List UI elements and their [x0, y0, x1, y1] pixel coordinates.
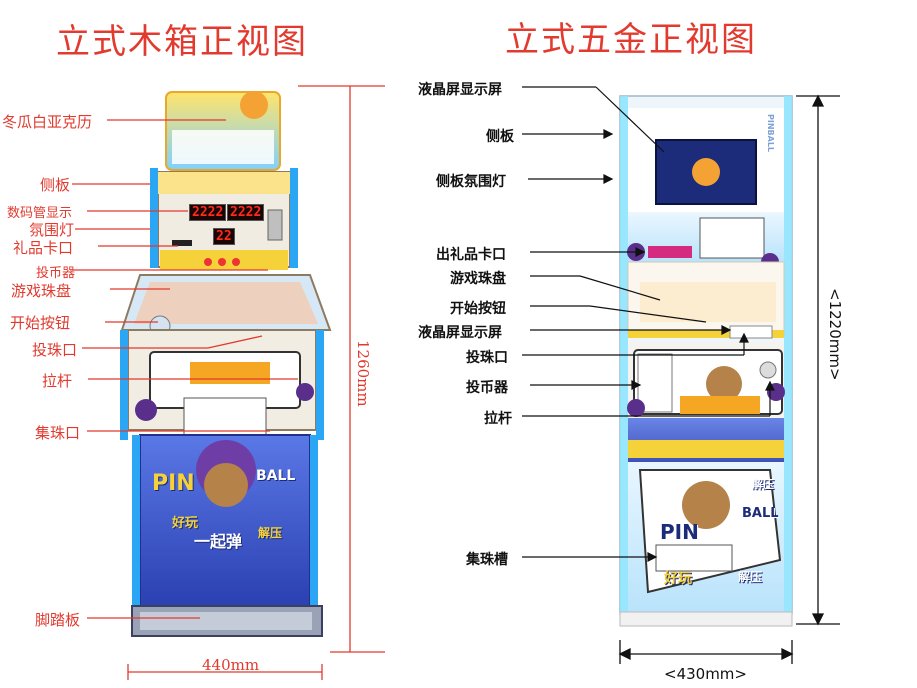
wood-label-game-board: 游戏珠盘 — [11, 282, 72, 300]
wood-label-side-panel: 侧板 — [40, 176, 71, 194]
metal-label-lcd-top: 液晶屏显示屏 — [418, 82, 502, 98]
metal-ball-text: BALL — [742, 506, 779, 521]
wood-digits-b: 2222 — [227, 204, 265, 221]
wood-coin-slot — [267, 209, 283, 241]
wood-label-plunger: 拉杆 — [42, 372, 73, 390]
metal-coin-acceptor — [637, 353, 673, 413]
metal-label-side-ambient: 侧板氛围灯 — [436, 174, 506, 190]
metal-collect-tray — [655, 544, 733, 572]
metal-label-plunger: 拉杆 — [484, 411, 512, 427]
wood-side-glow-left — [150, 168, 158, 268]
wood-digits-a: 2222 — [189, 204, 227, 221]
wood-label-ambient-light: 氛围灯 — [29, 221, 75, 239]
metal-side-glow-left — [620, 96, 628, 616]
metal-cabinet-title: 立式五金正视图 — [505, 20, 757, 60]
metal-label-ball-inlet: 投珠口 — [466, 350, 508, 366]
wood-pin-text: PIN — [152, 471, 195, 496]
metal-label-game-board: 游戏珠盘 — [450, 271, 506, 287]
wood-width-label: 440mm — [202, 656, 260, 674]
metal-leaders — [522, 86, 775, 562]
wood-gift-slot — [172, 240, 192, 246]
metal-label-lcd-mid: 液晶屏显示屏 — [418, 325, 502, 341]
wood-label-ball-collector: 集珠口 — [35, 424, 81, 442]
metal-height-label: <1220mm> — [826, 288, 844, 381]
wood-game-text-3: 解压 — [258, 526, 283, 540]
metal-dimension-lines — [618, 94, 840, 664]
wood-label-start-button: 开始按钮 — [10, 314, 71, 332]
metal-game-text-3: 解压 — [752, 478, 774, 491]
metal-label-side-panel: 侧板 — [486, 129, 514, 145]
metal-game-text-2: 解压 — [738, 570, 763, 584]
metal-label-ball-trough: 集珠槽 — [466, 552, 508, 568]
metal-side-glow-right — [784, 96, 792, 616]
wood-label-coin-acceptor: 投币器 — [36, 266, 76, 281]
metal-label-coin-acceptor: 投币器 — [466, 380, 508, 396]
wood-label-foot-pedal: 脚踏板 — [35, 611, 81, 629]
metal-side-pinball-text: PINBALL — [766, 114, 775, 153]
metal-game-text-1: 好玩 — [664, 571, 692, 587]
wood-side-glow-right — [290, 168, 298, 268]
wood-collect-tray — [183, 397, 267, 439]
wood-digits-c: 22 — [213, 228, 235, 245]
wood-game-text-1: 好玩 — [172, 516, 199, 531]
metal-pin-text: PIN — [660, 520, 699, 544]
metal-base — [619, 611, 793, 627]
metal-label-start-button: 开始按钮 — [450, 301, 506, 317]
metal-gift-slot — [648, 246, 692, 258]
wood-label-digital-display: 数码管显示 — [7, 206, 73, 221]
wood-game-text-2: 一起弹 — [194, 532, 243, 551]
wood-label-ball-inlet: 投珠口 — [32, 341, 78, 359]
wood-cabinet-title: 立式木箱正视图 — [56, 22, 308, 62]
metal-cabinet — [619, 95, 793, 627]
wood-height-label: 1260mm — [354, 340, 372, 407]
wood-cabinet — [120, 91, 332, 637]
wood-label-acrylic: 冬瓜白亚克历 — [2, 113, 93, 131]
metal-width-label: <430mm> — [664, 665, 747, 683]
metal-label-gift-slot: 出礼品卡口 — [436, 247, 506, 263]
wood-dimension-lines — [127, 85, 385, 680]
wood-ball-text: BALL — [256, 468, 296, 484]
wood-label-gift-card-slot: 礼品卡口 — [13, 239, 74, 257]
wood-leaders — [72, 119, 298, 619]
